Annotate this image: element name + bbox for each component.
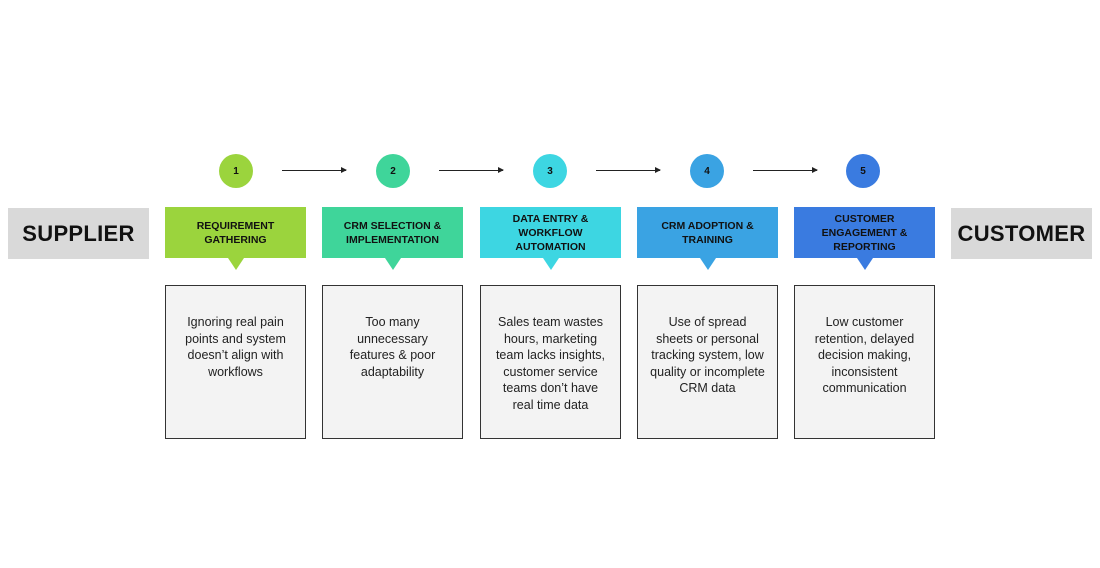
flow-arrow-1-2 [282, 167, 347, 173]
stage-4-header: CRM ADOPTION & TRAINING [637, 207, 778, 270]
stage-4-issue-box: Use of spread sheets or personal trackin… [637, 285, 778, 439]
stage-1-issue-text: Ignoring real pain points and system doe… [185, 315, 286, 379]
stage-3-header: DATA ENTRY & WORKFLOW AUTOMATION [480, 207, 621, 270]
step-number-4: 4 [690, 154, 724, 188]
supplier-label: SUPPLIER [8, 208, 149, 259]
step-number-2: 2 [376, 154, 410, 188]
step-number-3: 3 [533, 154, 567, 188]
flow-arrow-4-5 [753, 167, 818, 173]
stage-3-issue-text: Sales team wastes hours, marketing team … [495, 315, 606, 412]
stage-5-issue-text: Low customer retention, delayed decision… [814, 315, 915, 395]
step-number-1: 1 [219, 154, 253, 188]
stage-4-issue-text: Use of spread sheets or personal trackin… [650, 315, 765, 395]
flow-arrow-2-3 [439, 167, 504, 173]
stage-1-header: REQUIREMENT GATHERING [165, 207, 306, 270]
stage-2-issue-box: Too many unnecessary features & poor ada… [322, 285, 463, 439]
flow-arrow-3-4 [596, 167, 661, 173]
stage-5-header: CUSTOMER ENGAGEMENT & REPORTING [794, 207, 935, 270]
stage-3-issue-box: Sales team wastes hours, marketing team … [480, 285, 621, 439]
customer-label: CUSTOMER [951, 208, 1092, 259]
stage-2-issue-text: Too many unnecessary features & poor ada… [349, 315, 436, 379]
stage-1-issue-box: Ignoring real pain points and system doe… [165, 285, 306, 439]
stage-2-header: CRM SELECTION & IMPLEMENTATION [322, 207, 463, 270]
stage-5-issue-box: Low customer retention, delayed decision… [794, 285, 935, 439]
step-number-5: 5 [846, 154, 880, 188]
